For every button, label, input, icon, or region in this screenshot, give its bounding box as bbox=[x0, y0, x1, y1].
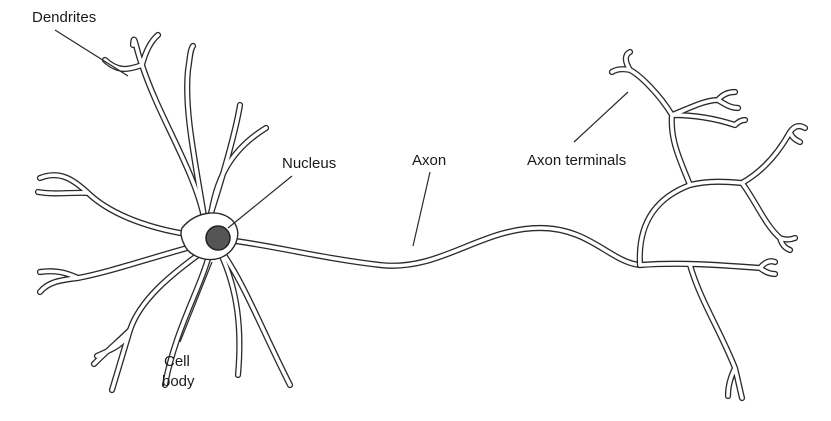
nucleus-label: Nucleus bbox=[282, 155, 336, 172]
process-outline bbox=[608, 48, 809, 402]
dendrites-label: Dendrites bbox=[32, 9, 96, 26]
process-core-path bbox=[218, 250, 242, 377]
process-core-path bbox=[163, 250, 212, 387]
axon-leader bbox=[412, 171, 431, 247]
cell-body-label-line2: body bbox=[162, 373, 195, 390]
process-core-path bbox=[610, 50, 747, 187]
cell-body-leader bbox=[179, 261, 213, 343]
labels: Dendrites Nucleus Axon Axon terminals Ce… bbox=[32, 9, 626, 390]
cell-body-label-line1: Cell bbox=[164, 353, 190, 370]
process-core bbox=[36, 33, 292, 392]
process-core-path bbox=[36, 173, 202, 238]
dendrites bbox=[34, 31, 294, 394]
process-outline-path bbox=[206, 124, 270, 226]
process-core-path bbox=[185, 44, 207, 224]
process-core-path bbox=[688, 263, 744, 400]
axon-terminals bbox=[608, 48, 809, 402]
axon-terminals-label: Axon terminals bbox=[527, 152, 626, 169]
axon-fiber bbox=[224, 224, 644, 269]
process-core-path bbox=[38, 243, 200, 294]
process-core-path bbox=[226, 226, 642, 268]
process-core-path bbox=[206, 103, 242, 224]
nucleus bbox=[205, 225, 231, 251]
process-core-path bbox=[103, 33, 207, 224]
process-core-path bbox=[208, 126, 268, 224]
process-core-path bbox=[638, 259, 777, 276]
process-core-path bbox=[92, 248, 207, 392]
neuron bbox=[34, 31, 809, 402]
dendrites-leader bbox=[54, 29, 129, 77]
axon-terminals-leader bbox=[573, 91, 629, 143]
nucleus-leader bbox=[227, 175, 293, 229]
leader-lines bbox=[54, 29, 629, 343]
process-core-path bbox=[220, 250, 292, 387]
process-outline bbox=[34, 31, 294, 394]
process-core bbox=[610, 50, 807, 400]
process-outline-path bbox=[34, 172, 204, 240]
process-core bbox=[226, 226, 642, 268]
axon-label: Axon bbox=[412, 152, 446, 169]
process-core-path bbox=[740, 124, 807, 252]
process-core-path bbox=[638, 179, 744, 267]
process-outline-path bbox=[636, 178, 746, 269]
